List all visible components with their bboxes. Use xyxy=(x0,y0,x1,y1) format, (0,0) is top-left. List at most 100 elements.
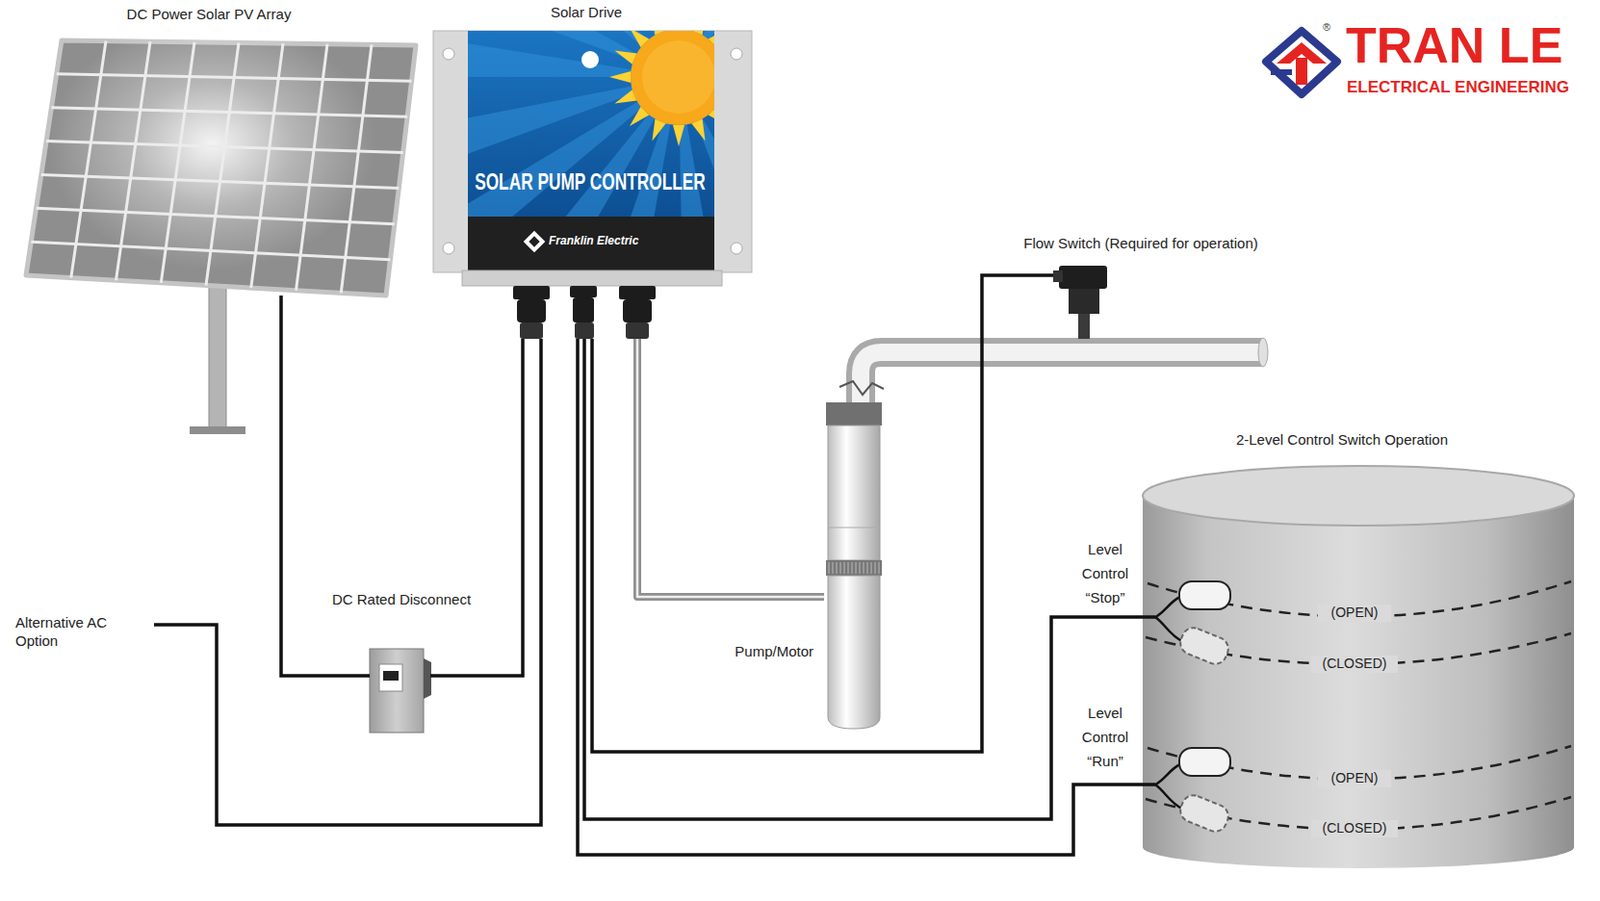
pump-motor xyxy=(859,562,861,574)
controller-housing xyxy=(462,270,723,286)
logo-icon xyxy=(1295,57,1308,85)
controller-housing xyxy=(467,216,715,271)
cable-gland xyxy=(513,285,656,339)
node-text: Franklin Electric xyxy=(548,233,684,249)
controller-housing xyxy=(467,77,679,217)
label-text: Alternative AC Option xyxy=(15,614,151,651)
flow-switch xyxy=(1053,270,1063,283)
solar-panel xyxy=(48,19,376,270)
solar-panel xyxy=(251,43,284,288)
logo-icon xyxy=(1265,30,1338,95)
label-text: ® xyxy=(1322,21,1339,35)
pump-motor xyxy=(825,402,882,729)
wire-connector xyxy=(592,275,1054,752)
flow-switch xyxy=(1058,265,1108,289)
controller-housing xyxy=(528,235,540,247)
cable-gland xyxy=(569,285,597,298)
controller-housing xyxy=(651,119,666,142)
flow-switch xyxy=(1053,265,1108,339)
solar-panel xyxy=(206,43,239,286)
float-switch xyxy=(1177,624,1233,669)
solar-panel xyxy=(340,44,372,293)
diagram-node: Solar DriveSOLAR PUMP CONTROLLERFranklin… xyxy=(433,30,752,339)
pump-motor xyxy=(875,562,877,574)
pump-motor xyxy=(832,562,834,574)
cable-gland xyxy=(625,322,649,339)
pump-motor xyxy=(825,402,882,426)
node-heading: Level Control “Stop” xyxy=(1075,537,1136,610)
controller-housing xyxy=(678,30,715,78)
pump-motor xyxy=(825,560,882,576)
solar-panel xyxy=(116,41,152,281)
discharge-pipe xyxy=(860,352,1264,424)
label-text: ELECTRICAL ENGINEERING xyxy=(1346,77,1588,98)
controller-housing xyxy=(614,89,637,104)
controller-housing xyxy=(642,40,715,114)
pump-motor xyxy=(827,425,880,561)
discharge-pipe xyxy=(839,381,884,395)
controller-housing xyxy=(678,77,715,217)
cable-gland xyxy=(619,285,656,300)
diagram-node: Level Control “Run”(OPEN)(CLOSED) xyxy=(1155,741,1416,838)
pv-stand xyxy=(189,284,246,435)
solar-panel xyxy=(36,207,395,224)
solar-panel xyxy=(56,74,413,81)
controller-housing xyxy=(581,51,599,69)
controller-housing xyxy=(467,77,679,216)
pump-cable xyxy=(637,338,825,597)
cable-gland xyxy=(513,285,550,300)
pump-cable xyxy=(637,338,825,597)
float-switch xyxy=(1179,581,1231,610)
controller-housing xyxy=(523,231,546,254)
float-switch xyxy=(1155,764,1183,809)
node-heading: Flow Switch (Required for operation) xyxy=(996,234,1286,254)
node-heading: Pump/Motor xyxy=(717,643,814,662)
controller-housing xyxy=(274,0,1084,482)
controller-housing xyxy=(730,48,743,60)
pump-cable xyxy=(637,338,825,597)
controller-housing xyxy=(467,30,679,78)
controller-housing xyxy=(678,77,715,217)
controller-housing xyxy=(442,48,455,60)
controller-housing xyxy=(678,77,715,141)
pump-motor xyxy=(828,562,830,574)
controller-housing xyxy=(609,71,631,83)
node-text: (CLOSED) xyxy=(1311,655,1398,673)
discharge-pipe xyxy=(860,352,1264,424)
controller-housing xyxy=(609,30,715,147)
controller-housing xyxy=(608,30,679,78)
controller-housing xyxy=(678,30,715,78)
controller-housing xyxy=(678,30,715,78)
controller-housing xyxy=(467,77,679,217)
label-text: TRAN LE xyxy=(1345,17,1587,76)
controller-housing xyxy=(672,125,685,147)
solar-panel xyxy=(30,241,390,260)
controller-housing xyxy=(691,30,705,35)
node-text: (OPEN) xyxy=(1317,604,1392,622)
node-text: (OPEN) xyxy=(1317,770,1392,788)
wire-connector xyxy=(584,338,1156,820)
wire-connector xyxy=(577,338,1156,855)
pump-motor xyxy=(871,562,873,574)
controller-housing xyxy=(651,30,666,35)
solar-panel xyxy=(30,41,412,294)
solar-panel xyxy=(25,40,416,296)
wire-connector xyxy=(281,295,370,676)
flow-switch xyxy=(1068,288,1100,314)
pv-stand xyxy=(189,426,246,435)
float-switch xyxy=(1155,581,1232,835)
diagram-node: 2-Level Control Switch OperationLevel Co… xyxy=(1142,465,1575,868)
controller-housing xyxy=(678,77,715,217)
diagram-node: DC Power Solar PV Array xyxy=(25,40,416,296)
flow-switch xyxy=(1078,313,1090,339)
controller-housing xyxy=(630,30,715,126)
node-text: SOLAR PUMP CONTROLLER xyxy=(472,167,709,197)
node-heading: DC Rated Disconnect xyxy=(319,591,484,610)
diagram-node: Level Control “Stop”(OPEN)(CLOSED) xyxy=(1155,577,1416,674)
controller-housing xyxy=(730,242,743,255)
controller-housing xyxy=(467,30,715,217)
float-switch xyxy=(1177,792,1233,836)
water-tank xyxy=(1142,495,1575,848)
node-heading: Level Control “Run” xyxy=(1075,700,1136,774)
